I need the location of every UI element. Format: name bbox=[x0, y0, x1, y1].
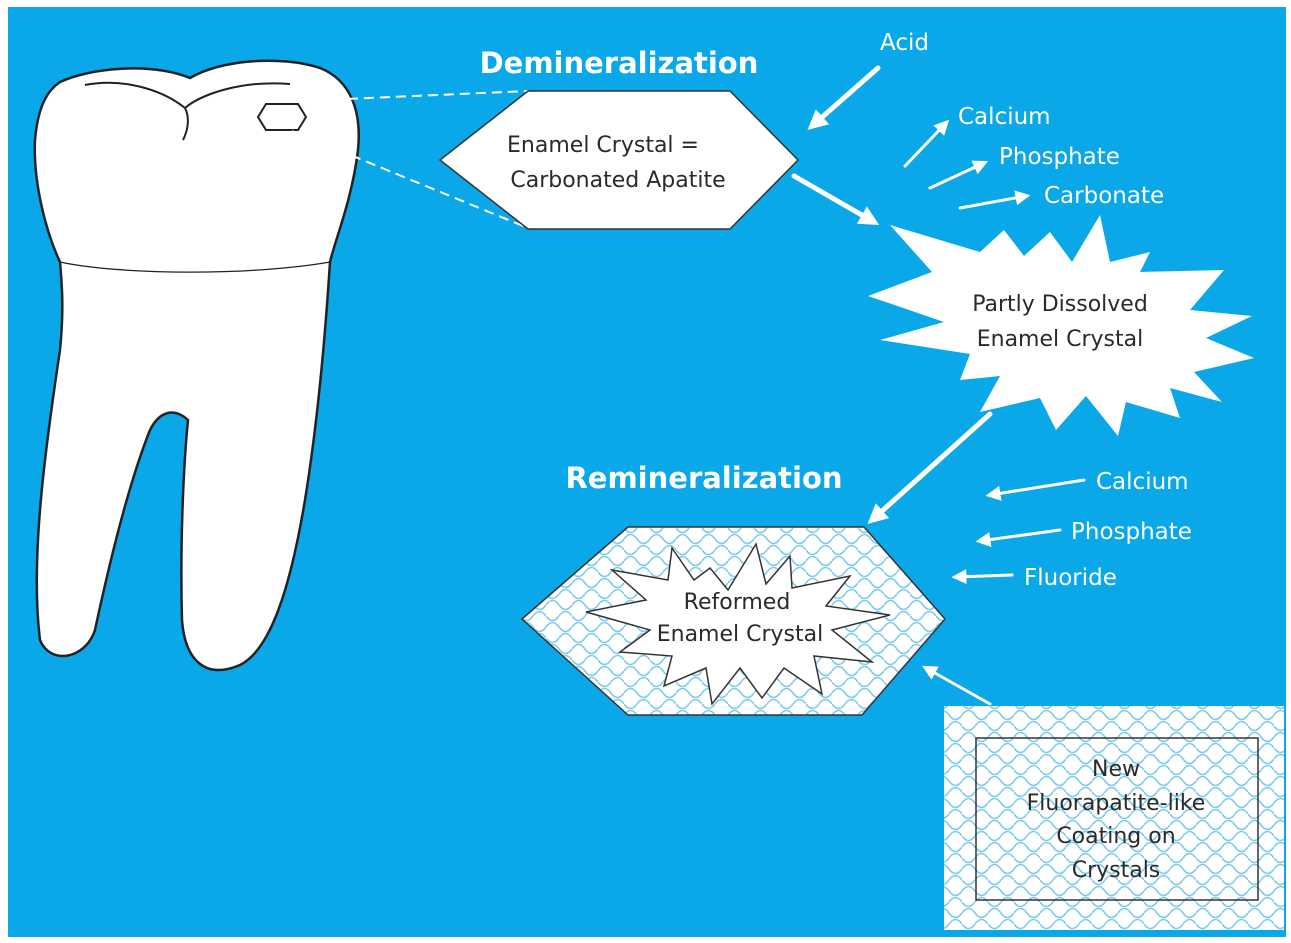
released-carbonate-label: Carbonate bbox=[1044, 183, 1164, 209]
demineralization-heading: Demineralization bbox=[480, 46, 759, 80]
released-calcium-label: Calcium bbox=[958, 104, 1051, 130]
incoming-phosphate-label: Phosphate bbox=[1071, 519, 1192, 545]
incoming-calcium-label: Calcium bbox=[1096, 469, 1189, 495]
tooth-crystal-marker bbox=[258, 104, 306, 130]
reformed-label-line2: Enamel Crystal bbox=[657, 622, 824, 647]
incoming-fluoride-label: Fluoride bbox=[1024, 565, 1117, 591]
coating-box-line4: Crystals bbox=[1072, 858, 1161, 883]
partly-dissolved-label-line1: Partly Dissolved bbox=[972, 292, 1148, 317]
remineralization-heading: Remineralization bbox=[565, 461, 842, 495]
partly-dissolved-label-line2: Enamel Crystal bbox=[977, 327, 1144, 352]
coating-box-pattern bbox=[944, 706, 1284, 930]
coating-box-line2: Fluorapatite-like bbox=[1027, 791, 1206, 816]
enamel-crystal-label-line2: Carbonated Apatite bbox=[510, 168, 725, 193]
incoming-fluoride-arrow bbox=[956, 575, 1012, 577]
released-phosphate-label: Phosphate bbox=[999, 144, 1120, 170]
coating-box-line1: New bbox=[1092, 757, 1140, 782]
acid-label: Acid bbox=[880, 30, 929, 56]
reformed-label-line1: Reformed bbox=[684, 590, 791, 615]
coating-box-line3: Coating on bbox=[1056, 824, 1175, 849]
enamel-crystal-label-line1: Enamel Crystal = bbox=[507, 133, 699, 158]
